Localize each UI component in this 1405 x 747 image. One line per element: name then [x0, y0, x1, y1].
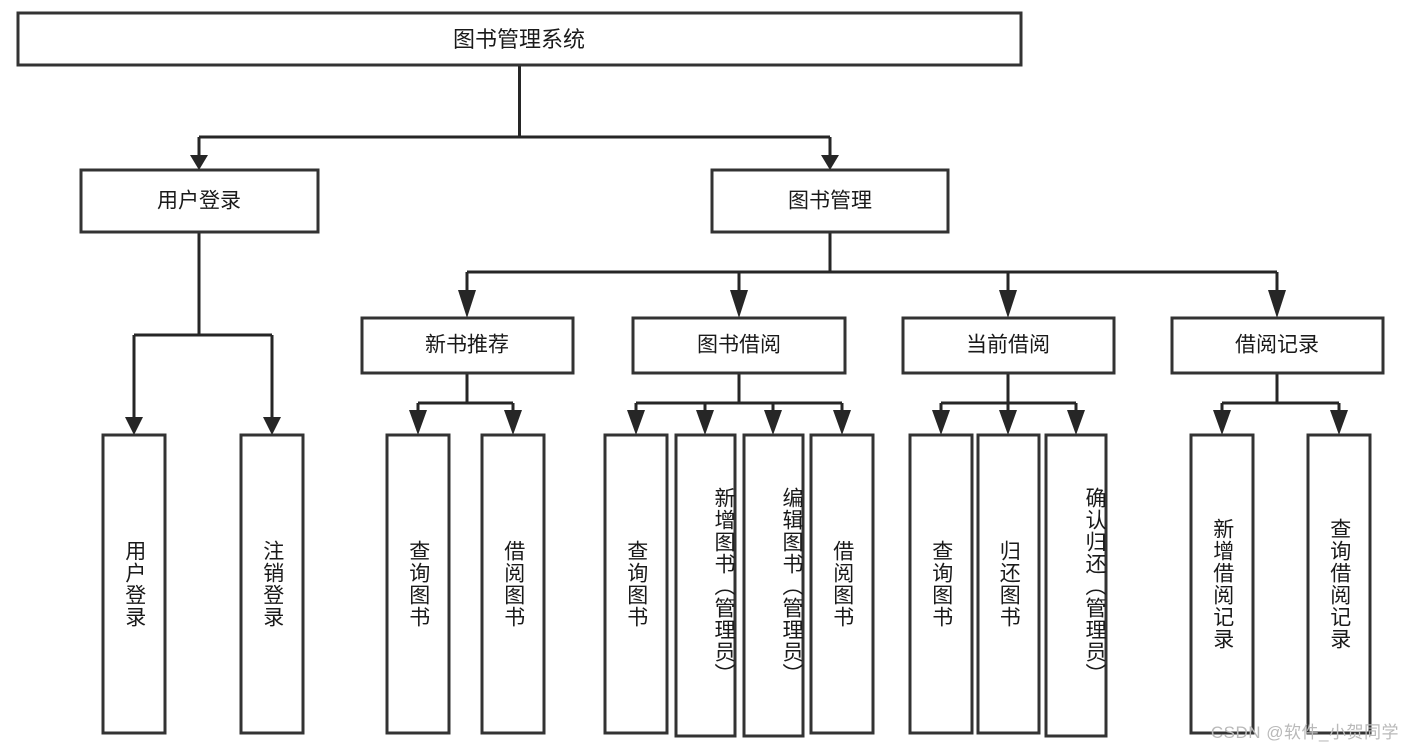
node-book-admin-label: 图书管理: [788, 190, 872, 213]
leaf-add-record-box[interactable]: [1189, 433, 1255, 735]
node-current-borrow-box[interactable]: [901, 316, 1116, 375]
arrowhead-current-borrow: [999, 290, 1017, 318]
arrowhead-leaf-borrow-book-2: [833, 410, 851, 435]
node-current-borrow[interactable]: 当前借阅: [901, 316, 1116, 375]
leaf-query-book-2-box[interactable]: [603, 433, 669, 735]
connector-group: [125, 65, 1348, 435]
node-user-login[interactable]: 用户登录: [79, 168, 320, 234]
node-new-book-rec[interactable]: 新书推荐: [360, 316, 575, 375]
arrowhead-leaf-user-login: [125, 417, 143, 435]
arrowhead-leaf-query-book-3: [932, 410, 950, 435]
node-current-borrow-label: 当前借阅: [966, 334, 1050, 357]
arrowhead-leaf-query-record: [1330, 410, 1348, 435]
node-book-borrow-box[interactable]: [631, 316, 847, 375]
node-root[interactable]: 图书管理系统: [16, 11, 1023, 67]
node-book-admin[interactable]: 图书管理: [710, 168, 950, 234]
node-borrow-record[interactable]: 借阅记录: [1170, 316, 1385, 375]
arrowhead-borrow-record: [1268, 290, 1286, 318]
arrowhead-leaf-logout: [263, 417, 281, 435]
leaf-borrow-book-1-box[interactable]: [480, 433, 546, 735]
arrowhead-book-borrow: [730, 290, 748, 318]
leaf-borrow-book-2-box[interactable]: [809, 433, 875, 735]
arrowhead-book-admin: [821, 155, 839, 170]
leaf-query-record-box[interactable]: [1306, 433, 1372, 735]
node-root-box[interactable]: [16, 11, 1023, 67]
arrowhead-new-book-rec: [458, 290, 476, 318]
node-user-login-label: 用户登录: [157, 190, 241, 213]
node-book-admin-box[interactable]: [710, 168, 950, 234]
leaf-box-group: [101, 433, 1372, 738]
leaf-return-book-box[interactable]: [976, 433, 1041, 735]
leaf-query-book-3-box[interactable]: [908, 433, 974, 735]
leaf-logout-box[interactable]: [239, 433, 305, 735]
node-borrow-record-label: 借阅记录: [1235, 334, 1319, 357]
node-borrow-record-box[interactable]: [1170, 316, 1385, 375]
node-new-book-rec-box[interactable]: [360, 316, 575, 375]
leaf-add-book-box[interactable]: [674, 433, 737, 738]
arrowhead-leaf-return-book: [999, 410, 1017, 435]
leaf-user-login-box[interactable]: [101, 433, 167, 735]
arrowhead-leaf-confirm-return: [1067, 410, 1085, 435]
leaf-confirm-return-box[interactable]: [1044, 433, 1108, 738]
node-book-borrow-label: 图书借阅: [697, 334, 781, 357]
arrowhead-user-login: [190, 155, 208, 170]
leaf-edit-book-box[interactable]: [742, 433, 805, 738]
arrowhead-leaf-borrow-book-1: [504, 410, 522, 435]
arrowhead-leaf-add-record: [1213, 410, 1231, 435]
watermark-text: CSDN @软件_小贺同学: [1210, 723, 1399, 742]
arrowhead-leaf-edit-book: [764, 410, 782, 435]
node-book-borrow[interactable]: 图书借阅: [631, 316, 847, 375]
node-new-book-rec-label: 新书推荐: [425, 334, 509, 357]
arrowhead-leaf-add-book: [696, 410, 714, 435]
arrowhead-leaf-query-book-2: [627, 410, 645, 435]
arrowhead-leaf-query-book-1: [409, 410, 427, 435]
node-root-label: 图书管理系统: [453, 27, 585, 52]
leaf-query-book-1-box[interactable]: [385, 433, 451, 735]
node-user-login-box[interactable]: [79, 168, 320, 234]
